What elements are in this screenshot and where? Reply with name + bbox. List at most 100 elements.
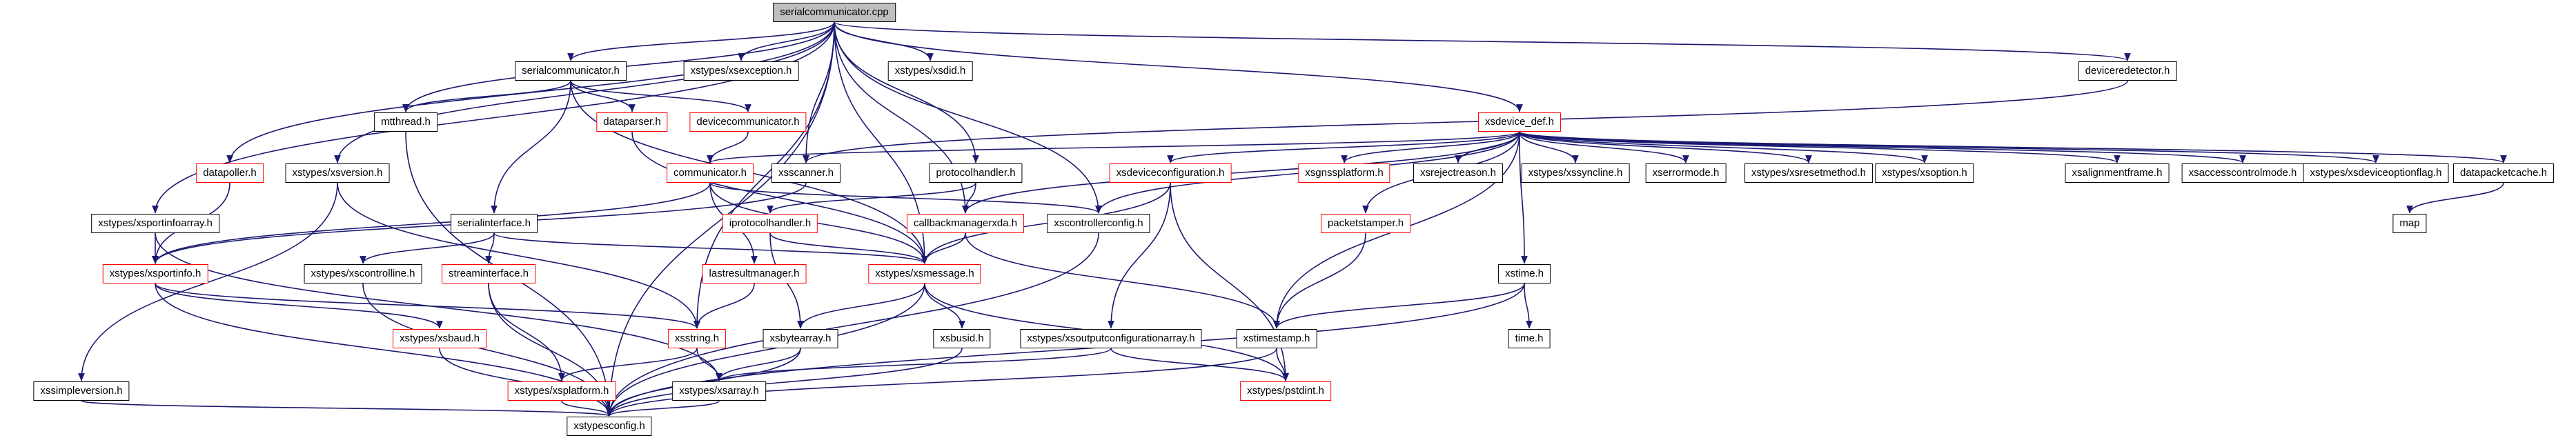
include-node-xsmessage[interactable]: xstypes/xsmessage.h xyxy=(868,264,981,283)
include-node-xsscanner[interactable]: xsscanner.h xyxy=(771,163,841,183)
include-edge-xsstring-to-xsarray xyxy=(696,348,722,381)
include-node-streaminterface[interactable]: streaminterface.h xyxy=(442,264,535,283)
include-node-xsdeviceoptionflag[interactable]: xstypes/xsdeviceoptionflag.h xyxy=(2303,163,2449,183)
include-edge-serialcommunicator_cpp-to-deviceredetector xyxy=(834,21,2131,61)
include-edge-serialcommunicator_cpp-to-xsversion xyxy=(334,21,835,163)
include-node-xsportinfoarray[interactable]: xstypes/xsportinfoarray.h xyxy=(91,214,219,233)
include-edge-lastresultmanager-to-xsstring xyxy=(694,283,755,329)
include-edge-serialcommunicator_cpp-to-protocolhandler xyxy=(834,21,979,163)
include-edge-devicecommunicator-to-communicator xyxy=(707,131,749,163)
include-node-xssimpleversion[interactable]: xssimpleversion.h xyxy=(33,381,130,401)
include-node-mtthread[interactable]: mtthread.h xyxy=(374,112,437,132)
include-edge-xsportinfoarray-to-xsarray xyxy=(155,232,722,381)
include-edge-serialcommunicator_cpp-to-xscontrollerconfig xyxy=(834,21,1102,214)
include-edge-serialcommunicator_cpp-to-xsdid xyxy=(834,21,934,61)
include-node-iprotocolhandler[interactable]: iprotocolhandler.h xyxy=(722,214,818,233)
include-edge-xsoutputconfigurationarray-to-pstdint xyxy=(1110,348,1289,381)
include-node-callbackmanagerxda[interactable]: callbackmanagerxda.h xyxy=(906,214,1025,233)
include-edge-xsdevice_def-to-datapacketcache xyxy=(1519,131,2507,163)
include-node-xsbaud[interactable]: xstypes/xsbaud.h xyxy=(393,329,486,348)
include-node-xsexception[interactable]: xstypes/xsexception.h xyxy=(683,61,799,81)
include-node-protocolhandler[interactable]: protocolhandler.h xyxy=(929,163,1023,183)
include-node-xsplatform[interactable]: xstypes/xsplatform.h xyxy=(507,381,616,401)
include-edge-xsportinfo-to-xsbaud xyxy=(155,283,443,329)
include-edge-xsdeviceconfiguration-to-xsoutputconfigurationarray xyxy=(1108,182,1171,329)
include-node-map[interactable]: map xyxy=(2392,214,2427,233)
include-edge-callbackmanagerxda-to-xstimestamp xyxy=(965,232,1280,329)
include-edge-xsdevice_def-to-xsdeviceoptionflag xyxy=(1519,131,2379,163)
include-node-serialcommunicator-h[interactable]: serialcommunicator.h xyxy=(515,61,627,81)
include-node-communicator[interactable]: communicator.h xyxy=(667,163,754,183)
include-edge-xsdevice_def-to-xsrejectreason xyxy=(1455,131,1520,163)
include-node-xsresetmethod[interactable]: xstypes/xsresetmethod.h xyxy=(1744,163,1873,183)
include-edge-xsoutputconfigurationarray-to-xsarray xyxy=(716,348,1112,381)
include-edge-streaminterface-to-xsplatform xyxy=(488,283,565,381)
include-node-xscontrolline[interactable]: xstypes/xscontrolline.h xyxy=(304,264,422,283)
include-node-serialinterface[interactable]: serialinterface.h xyxy=(451,214,538,233)
include-edge-xsdevice_def-to-xserrormode xyxy=(1519,131,1689,163)
include-edge-serialcommunicator_h-to-devicecommunicator xyxy=(570,80,751,112)
include-edge-datapacketcache-to-map xyxy=(2406,182,2504,214)
include-node-datapacketcache[interactable]: datapacketcache.h xyxy=(2453,163,2554,183)
include-node-xsoption[interactable]: xstypes/xsoption.h xyxy=(1875,163,1974,183)
include-edge-xsdevice_def-to-xsoption xyxy=(1519,131,1928,163)
include-edge-serialcommunicator_cpp-to-xsscanner xyxy=(803,21,835,163)
include-node-xsarray[interactable]: xstypes/xsarray.h xyxy=(672,381,766,401)
include-edge-iprotocolhandler-to-xsmessage xyxy=(769,232,928,264)
include-node-xsrejectreason[interactable]: xsrejectreason.h xyxy=(1413,163,1504,183)
include-node-xstimestamp[interactable]: xstimestamp.h xyxy=(1236,329,1317,348)
include-node-xsdid[interactable]: xstypes/xsdid.h xyxy=(887,61,973,81)
include-node-xsbytearray[interactable]: xsbytearray.h xyxy=(763,329,838,348)
include-node-xscontrollerconfig[interactable]: xscontrollerconfig.h xyxy=(1047,214,1150,233)
include-edge-xsmessage-to-xsbusid xyxy=(924,283,965,329)
include-edge-xsportinfo-to-xsstring xyxy=(155,283,700,329)
include-edge-serialinterface-to-xsmessage xyxy=(493,232,928,264)
include-edge-serialcommunicator_cpp-to-xsexception xyxy=(738,21,835,61)
include-node-deviceredetector[interactable]: deviceredetector.h xyxy=(2078,61,2177,81)
include-edge-xsmessage-to-xsbytearray xyxy=(797,283,925,329)
include-edge-xsdevice_def-to-xsaccesscontrolmode xyxy=(1519,131,2246,163)
include-edge-communicator-to-xscontrollerconfig xyxy=(709,182,1102,214)
include-node-packetstamper[interactable]: packetstamper.h xyxy=(1320,214,1411,233)
include-edge-serialcommunicator_h-to-serialinterface xyxy=(491,80,571,214)
include-edge-xsstring-to-xsplatform xyxy=(558,348,698,381)
include-node-xstypesconfig[interactable]: xstypesconfig.h xyxy=(567,417,652,436)
include-node-xserrormode[interactable]: xserrormode.h xyxy=(1645,163,1727,183)
include-edge-xstime-to-xstimestamp xyxy=(1273,283,1525,329)
include-node-xsstring[interactable]: xsstring.h xyxy=(667,329,727,348)
include-edge-xstimestamp-to-pstdint xyxy=(1276,348,1289,381)
include-edge-xssimpleversion-to-xstypesconfig xyxy=(81,400,613,417)
include-node-xsdeviceconfiguration[interactable]: xsdeviceconfiguration.h xyxy=(1109,163,1232,183)
include-node-xssyncline[interactable]: xstypes/xssyncline.h xyxy=(1521,163,1630,183)
include-node-xsbusid[interactable]: xsbusid.h xyxy=(933,329,991,348)
include-node-xsdevice-def[interactable]: xsdevice_def.h xyxy=(1477,112,1562,132)
include-edge-communicator-to-xsportinfo xyxy=(152,182,711,264)
include-edge-xsversion-to-xsstring xyxy=(337,182,700,329)
include-node-xsgnssplatform[interactable]: xsgnssplatform.h xyxy=(1298,163,1390,183)
include-edge-serialcommunicator_cpp-to-datapoller xyxy=(226,21,835,163)
include-edge-serialcommunicator_cpp-to-callbackmanagerxda xyxy=(834,21,969,214)
include-edge-xsdevice_def-to-xssyncline xyxy=(1519,131,1579,163)
include-node-devicecommunicator[interactable]: devicecommunicator.h xyxy=(689,112,807,132)
include-node-lastresultmanager[interactable]: lastresultmanager.h xyxy=(702,264,807,283)
include-node-time-h[interactable]: time.h xyxy=(1508,329,1551,348)
include-node-datapoller[interactable]: datapoller.h xyxy=(196,163,264,183)
include-edge-xsdevice_def-to-xsdeviceconfiguration xyxy=(1167,131,1520,163)
include-node-pstdint[interactable]: xstypes/pstdint.h xyxy=(1240,381,1331,401)
include-edge-xsdevice_def-to-communicator xyxy=(707,131,1520,163)
include-node-xsoutputconfigurationarray[interactable]: xstypes/xsoutputconfigurationarray.h xyxy=(1020,329,1202,348)
include-edge-xsdevice_def-to-xsgnssplatform xyxy=(1341,131,1520,163)
include-edge-serialcommunicator_h-to-mtthread xyxy=(402,80,571,112)
include-edge-serialcommunicator_h-to-dataparser xyxy=(570,80,636,112)
include-node-xsversion[interactable]: xstypes/xsversion.h xyxy=(285,163,390,183)
include-edge-protocolhandler-to-callbackmanagerxda xyxy=(962,182,976,214)
include-node-xsaccesscontrolmode[interactable]: xsaccesscontrolmode.h xyxy=(2181,163,2304,183)
include-node-xsportinfo[interactable]: xstypes/xsportinfo.h xyxy=(102,264,208,283)
include-edge-xsdevice_def-to-xsresetmethod xyxy=(1519,131,1812,163)
include-node-xstime[interactable]: xstime.h xyxy=(1498,264,1551,283)
include-node-dataparser[interactable]: dataparser.h xyxy=(596,112,668,132)
include-edge-xsmessage-to-xstypesconfig xyxy=(606,283,925,417)
include-node-xsalignmentframe[interactable]: xsalignmentframe.h xyxy=(2065,163,2170,183)
include-edge-dataparser-to-xsmessage xyxy=(631,131,928,264)
